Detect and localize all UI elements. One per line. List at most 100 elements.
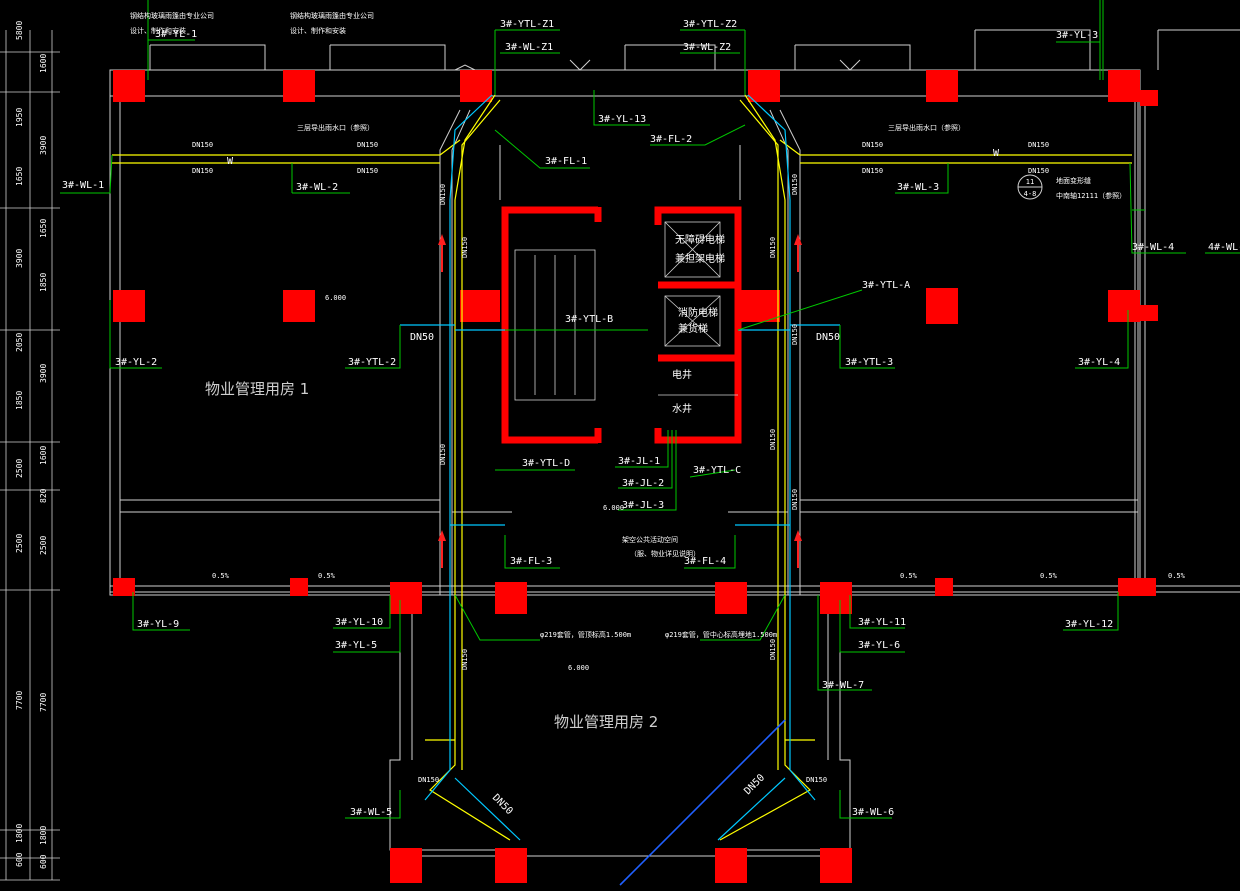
- pipe-size-label: DN150: [862, 167, 883, 175]
- pipe-tag: 3#-JL-3: [622, 500, 664, 511]
- dimension-value: 3900: [39, 136, 48, 155]
- dimension-value: 5800: [15, 21, 24, 40]
- pipe-tag: 3#-FL-2: [650, 134, 692, 145]
- core-label: 电井: [672, 368, 692, 381]
- pipe-tag: 3#-WL-2: [296, 182, 338, 193]
- column-block: [495, 582, 527, 614]
- pipe-tag: 3#-WL-3: [897, 182, 939, 193]
- dimension-strip: 5800160019503900165016503900185020503900…: [0, 21, 60, 881]
- core-label: 消防电梯: [678, 306, 718, 319]
- annotation-note: 钢结构玻璃雨篷由专业公司: [130, 11, 214, 20]
- column-block: [820, 582, 852, 614]
- column-block: [1108, 290, 1140, 322]
- pipe-size-label: DN150: [357, 141, 378, 149]
- pipes-cyan: [400, 94, 840, 841]
- pipe-type-mark: W: [993, 148, 1000, 159]
- core-label: 兼担架电梯: [675, 252, 725, 265]
- core-label: 水井: [672, 402, 692, 415]
- annotation-note: 设计、制作和安装: [130, 26, 186, 35]
- slope-mark: 0.5%: [318, 572, 336, 580]
- dimension-value: 1600: [39, 446, 48, 465]
- dimension-value: 3900: [39, 364, 48, 383]
- column-block: [740, 290, 780, 322]
- level-mark: 6.000: [603, 504, 624, 512]
- annotation-note: 三层导出雨水口（参照）: [297, 123, 374, 132]
- pipe-tag: 3#-YL-6: [858, 640, 900, 651]
- pipe-tag: 3#-WL-6: [852, 807, 894, 818]
- pipe-tag: 3#-FL-3: [510, 556, 552, 567]
- core-label: 兼货梯: [678, 322, 708, 335]
- pipe-tag: 3#-YTL-2: [348, 357, 396, 368]
- pipe-tag: 3#-YL-12: [1065, 619, 1113, 630]
- pipe-tag: 4#-WL-4: [1208, 242, 1240, 253]
- column-block: [283, 290, 315, 322]
- column-block: [926, 70, 958, 102]
- annotation-note: 钢结构玻璃雨篷由专业公司: [290, 11, 374, 20]
- dimension-value: 2500: [15, 459, 24, 478]
- pipe-tag: 3#-YTL-D: [522, 458, 570, 469]
- dimension-value: 600: [39, 854, 48, 869]
- slope-mark: 0.5%: [900, 572, 918, 580]
- structural-columns: [113, 70, 1158, 883]
- pipe-tag: 3#-YTL-3: [845, 357, 893, 368]
- pipe-tag: 3#-WL-Z2: [683, 42, 731, 53]
- dimension-value: 7700: [39, 693, 48, 712]
- pipe-size-label: DN150: [769, 429, 777, 450]
- column-block: [715, 582, 747, 614]
- pipe-tag: 3#-YTL-A: [862, 280, 910, 291]
- pipe-tag: 3#-YL-3: [1056, 30, 1098, 41]
- pipe-size-label: DN150: [791, 174, 799, 195]
- dimension-value: 1650: [39, 219, 48, 238]
- axis-marker: 11 4-8: [1017, 174, 1043, 200]
- column-block: [1138, 578, 1156, 596]
- column-block: [460, 70, 492, 102]
- pipe-tag: 3#-FL-1: [545, 156, 587, 167]
- column-block: [715, 848, 747, 883]
- pipe-tag: 3#-YL-1: [155, 29, 197, 40]
- column-block: [495, 848, 527, 883]
- slope-marks: 0.5%0.5%0.5%0.5%0.5%: [212, 572, 1186, 580]
- pipe-tag: 3#-WL-4: [1132, 242, 1174, 253]
- pipe-size-label: DN50: [410, 332, 434, 343]
- pipes-yellow: [112, 94, 1132, 841]
- column-block: [113, 70, 145, 102]
- pipe-size-label: DN150: [791, 324, 799, 345]
- slope-mark: 0.5%: [212, 572, 230, 580]
- flow-arrows: [438, 234, 802, 568]
- pipe-size-label: DN50: [490, 792, 515, 817]
- pipe-size-label: DN150: [418, 776, 439, 784]
- annotation-note: 架空公共活动空间: [622, 535, 678, 544]
- dimension-value: 1600: [39, 54, 48, 73]
- pipe-tag: 3#-YTL-Z1: [500, 19, 554, 30]
- annotation-note: 设计、制作和安装: [290, 26, 346, 35]
- column-block: [290, 578, 308, 596]
- column-block: [283, 70, 315, 102]
- pipe-tag: 3#-YL-5: [335, 640, 377, 651]
- column-block: [1140, 305, 1158, 321]
- room-name: 物业管理用房 2: [554, 713, 658, 731]
- pipe-size-label: DN150: [192, 167, 213, 175]
- pipes-green: [60, 0, 1240, 819]
- dimension-value: 2500: [15, 534, 24, 553]
- dimension-value: 1850: [15, 391, 24, 410]
- pipe-tag: 3#-JL-1: [618, 456, 660, 467]
- dimension-value: 600: [15, 852, 24, 867]
- column-block: [1108, 70, 1140, 102]
- slope-mark: 0.5%: [1040, 572, 1058, 580]
- pipe-tag: 3#-YL-11: [858, 617, 906, 628]
- pipe-size-label: DN150: [357, 167, 378, 175]
- pipe-tag: 3#-YL-13: [598, 114, 646, 125]
- pipe-size-labels: DN150DN150DN150DN150DN150DN150DN150DN150…: [192, 141, 1049, 784]
- column-block: [390, 848, 422, 883]
- pipe-size-label: DN150: [769, 237, 777, 258]
- axis-marker-number: 11: [1026, 178, 1034, 186]
- annotation-note: 三层导出雨水口（参照）: [888, 123, 965, 132]
- column-block: [926, 288, 958, 324]
- dimension-value: 2500: [39, 536, 48, 555]
- pipe-tag: 3#-YL-4: [1078, 357, 1120, 368]
- level-mark: 6.000: [325, 294, 346, 302]
